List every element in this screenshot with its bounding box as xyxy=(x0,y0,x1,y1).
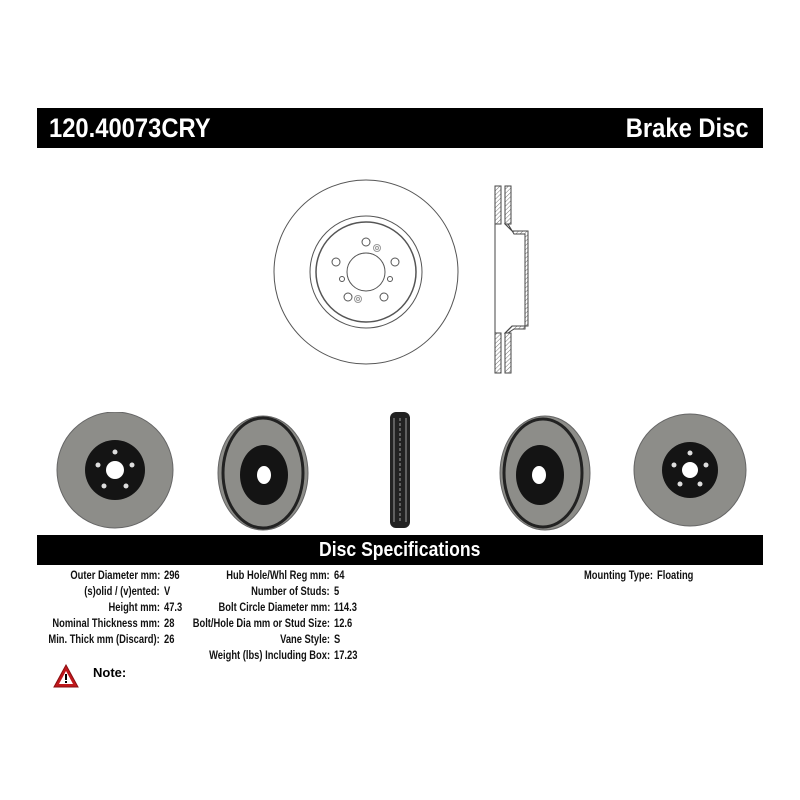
spec-label: (s)olid / (v)ented: xyxy=(84,584,160,598)
disc-photo-front xyxy=(56,412,174,529)
spec-value: S xyxy=(334,632,341,646)
spec-label: Nominal Thickness mm: xyxy=(52,616,160,630)
header-bar: 120.40073CRY Brake Disc xyxy=(37,108,763,148)
spec-value: 28 xyxy=(164,616,175,630)
spec-label: Mounting Type: xyxy=(584,568,653,582)
spec-label: Min. Thick mm (Discard): xyxy=(48,632,160,646)
spec-value: 47.3 xyxy=(164,600,183,614)
spec-value: Floating xyxy=(656,568,694,582)
spec-title: Disc Specifications xyxy=(319,539,481,561)
disc-side-profile xyxy=(494,185,529,374)
disc-front-drawing xyxy=(273,179,459,365)
spec-label: Height mm: xyxy=(108,600,160,614)
spec-label: Vane Style: xyxy=(280,632,330,646)
warning-triangle-icon xyxy=(53,664,79,688)
part-number: 120.40073CRY xyxy=(49,113,211,143)
product-type: Brake Disc xyxy=(626,113,749,143)
spec-value: 12.6 xyxy=(334,616,353,630)
spec-label: Outer Diameter mm: xyxy=(70,568,160,582)
spec-label: Weight (lbs) Including Box: xyxy=(209,648,330,662)
spec-value: 114.3 xyxy=(334,600,357,614)
spec-label: Bolt Circle Diameter mm: xyxy=(218,600,330,614)
spec-label: Bolt/Hole Dia mm or Stud Size: xyxy=(192,616,330,630)
disc-photo-angled-right xyxy=(499,415,591,531)
disc-photo-rear xyxy=(633,413,747,527)
spec-value: V xyxy=(164,584,171,598)
spec-value: 5 xyxy=(334,584,340,598)
spec-value: 17.23 xyxy=(334,648,358,662)
spec-label: Number of Studs: xyxy=(251,584,330,598)
spec-value: 296 xyxy=(164,568,180,582)
note-label: Note: xyxy=(93,665,127,680)
spec-label: Hub Hole/Whl Reg mm: xyxy=(226,568,330,582)
disc-photo-angled-left xyxy=(217,415,309,531)
spec-value: 26 xyxy=(164,632,175,646)
spec-title-bar: Disc Specifications xyxy=(37,535,763,565)
spec-value: 64 xyxy=(334,568,345,582)
disc-photo-edge xyxy=(390,412,410,528)
